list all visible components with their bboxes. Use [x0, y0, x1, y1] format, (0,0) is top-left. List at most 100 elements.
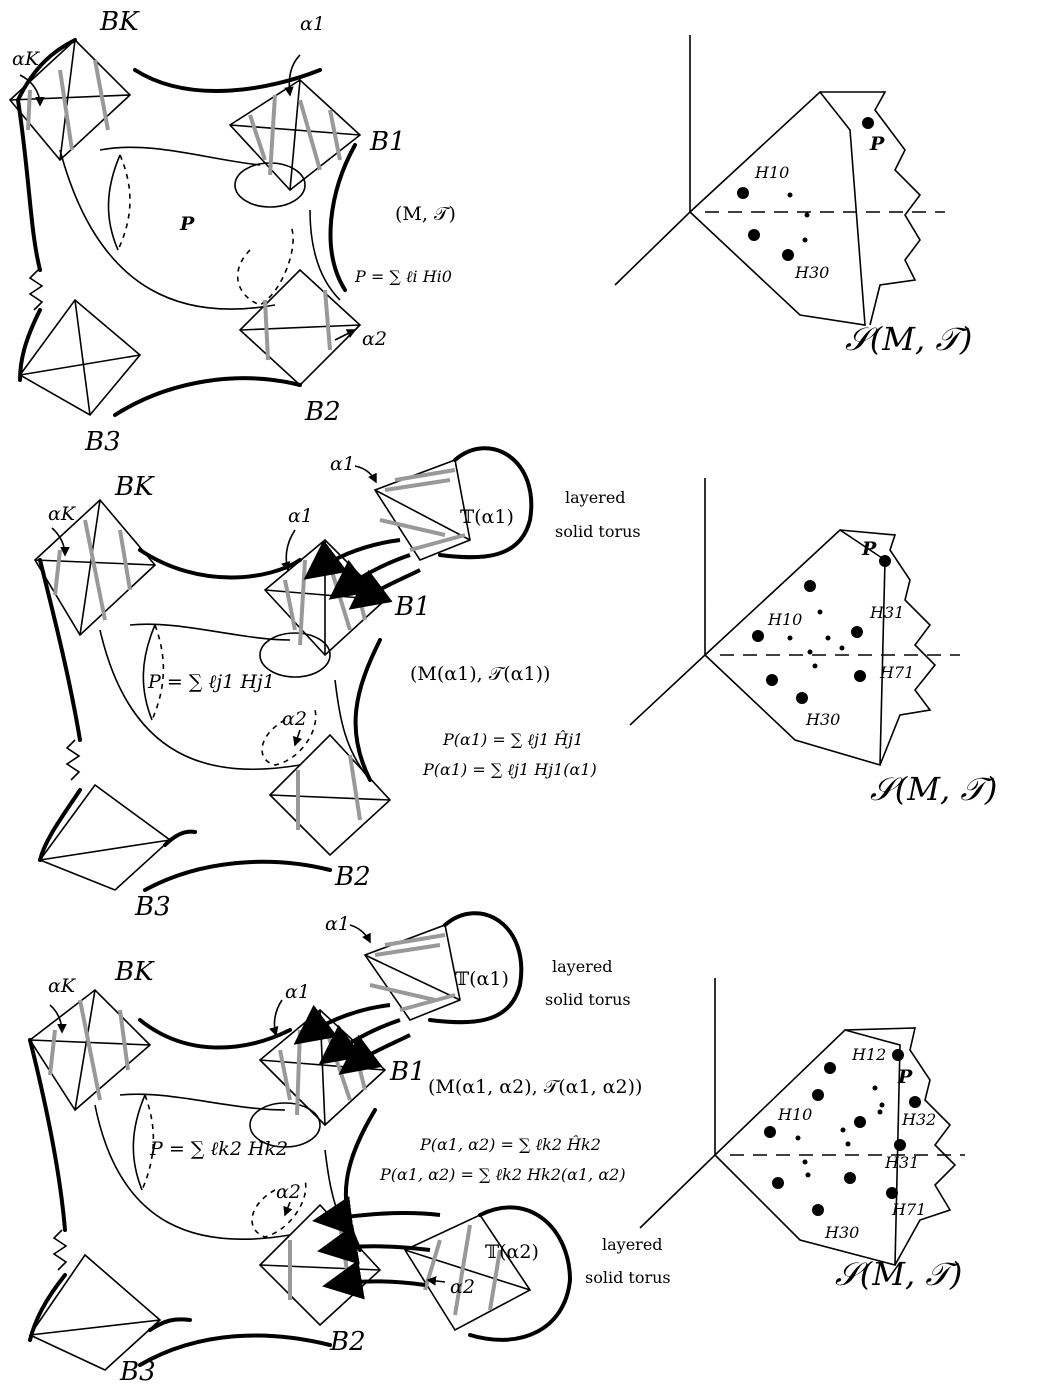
label-manifold: (M(α1), 𝒯(α1))	[410, 663, 550, 685]
panel-3-state-space: H12 P H10 H32 H31 H71 H30 𝒮(M, 𝒯)	[640, 978, 965, 1293]
glue-arrow-5	[325, 1246, 430, 1250]
panel-2-state-space: P H10 H31 H71 H30 𝒮(M, 𝒯)	[630, 478, 997, 808]
label-sum: P = ∑ ℓi Hi0	[354, 267, 452, 286]
label-alpha2: α2	[276, 1181, 301, 1203]
point-H31	[894, 1139, 906, 1151]
label-alpha1-top: α1	[330, 453, 355, 475]
point	[854, 1116, 866, 1128]
tetra-B3	[30, 1255, 160, 1370]
state-label-H30: H30	[805, 710, 840, 729]
state-label-H10: H10	[754, 163, 789, 182]
point-H30	[782, 249, 794, 261]
label-B2: B2	[304, 397, 341, 427]
alpha1-arrow	[274, 1000, 282, 1035]
point-small	[841, 1128, 846, 1133]
meridian-dashed-2	[238, 225, 293, 305]
label-B3: B3	[119, 1357, 156, 1384]
point	[844, 1172, 856, 1184]
panel-3-manifold: αK BK α1 α1 𝕋(α1) layered solid torus B1…	[30, 913, 671, 1384]
label-B2: B2	[329, 1327, 366, 1357]
boundary-bottom	[140, 1335, 330, 1365]
tetra-B2-grey	[298, 755, 360, 830]
state-label-H31: H31	[869, 603, 904, 622]
label-torus1: 𝕋(α1)	[455, 968, 509, 990]
point	[812, 1089, 824, 1101]
state-label-H31: H31	[884, 1153, 919, 1172]
wiggle-2	[67, 740, 79, 780]
panel-2-manifold: αK BK α1 α1 𝕋(α1) layered solid torus B1…	[35, 448, 641, 922]
point-P	[892, 1049, 904, 1061]
point-small	[788, 636, 793, 641]
label-eq1: P(α1) = ∑ ℓj1 Ĥj1	[442, 729, 583, 749]
label-alpha1: α1	[300, 13, 325, 35]
point-small	[826, 636, 831, 641]
state-title: 𝒮(M, 𝒯)	[870, 770, 997, 808]
state-label-H10: H10	[767, 610, 802, 629]
label-alpha2-torus: α2	[450, 1276, 475, 1298]
glue-arrow-6	[330, 1281, 425, 1285]
label-layered-1: layered	[565, 488, 626, 507]
boundary-bottom	[115, 378, 300, 415]
state-label-H30: H30	[794, 263, 829, 282]
state-title: 𝒮(M, 𝒯)	[835, 1255, 962, 1293]
state-label-H10: H10	[777, 1105, 812, 1124]
label-alphaK: αK	[48, 975, 77, 997]
label-sum: P = ∑ ℓj1 Hj1	[147, 671, 275, 693]
panel-1-manifold: αK BK α1 B1 B2 B3 α2 P (M, 𝒯) P = ∑ ℓi H…	[10, 7, 456, 457]
point-small	[818, 610, 823, 615]
tetra-B2-grey	[265, 290, 330, 360]
point-H12	[824, 1062, 836, 1074]
point-small	[840, 646, 845, 651]
state-space-axes	[630, 478, 885, 765]
tetra-B2	[270, 735, 390, 855]
boundary-top	[135, 70, 320, 91]
inner-left-curve	[60, 150, 275, 309]
tetra-BK-grey	[55, 520, 130, 620]
state-label-H30: H30	[824, 1223, 859, 1242]
alpha1-top-arrow	[350, 925, 370, 942]
torus-tetra-1-grey	[380, 470, 465, 550]
alpha2-arrow	[285, 1202, 290, 1215]
label-B1: B1	[394, 592, 431, 622]
boundary-right	[331, 145, 355, 290]
point-small	[813, 664, 818, 669]
wiggle-3	[54, 1230, 66, 1270]
inner-top-curve	[100, 147, 260, 165]
label-eq1: P(α1, α2) = ∑ ℓk2 Ĥk2	[419, 1134, 601, 1154]
label-BK: BK	[99, 7, 140, 37]
point-small	[788, 193, 793, 198]
boundary-top	[140, 1020, 290, 1048]
tetra-B3	[40, 785, 170, 890]
point-P	[879, 555, 891, 567]
point-small	[803, 1160, 808, 1165]
point-H71	[854, 670, 866, 682]
point-small	[803, 238, 808, 243]
inner-loop	[108, 155, 120, 250]
label-sum: P = ∑ ℓk2 Hk2	[149, 1138, 288, 1160]
state-label-H71: H71	[879, 663, 914, 682]
boundary-B3-hook	[165, 832, 195, 845]
point	[748, 229, 760, 241]
point-H10	[752, 630, 764, 642]
alpha1-top-arrow	[355, 466, 376, 482]
point-H30	[796, 692, 808, 704]
alpha2-torus-arrow	[428, 1280, 445, 1282]
label-B2: B2	[334, 862, 371, 892]
state-label-P: P	[869, 133, 885, 155]
label-manifold: (M, 𝒯)	[395, 203, 456, 225]
inner-left-curve	[95, 1105, 290, 1239]
glue-arrow-1	[300, 1005, 390, 1040]
point-small	[808, 650, 813, 655]
point	[804, 580, 816, 592]
state-title: 𝒮(M, 𝒯)	[845, 320, 972, 358]
state-label-H71: H71	[891, 1200, 926, 1219]
label-alpha2: α2	[362, 328, 387, 350]
label-torus2: 𝕋(α2)	[485, 1241, 539, 1263]
inner-loop	[133, 1095, 145, 1190]
boundary-left-lower	[40, 790, 80, 860]
point-small	[805, 213, 810, 218]
label-eq2: P(α1) = ∑ ℓj1 Hj1(α1)	[422, 760, 597, 779]
point-H10	[737, 187, 749, 199]
label-layered-2: solid torus	[555, 522, 641, 541]
